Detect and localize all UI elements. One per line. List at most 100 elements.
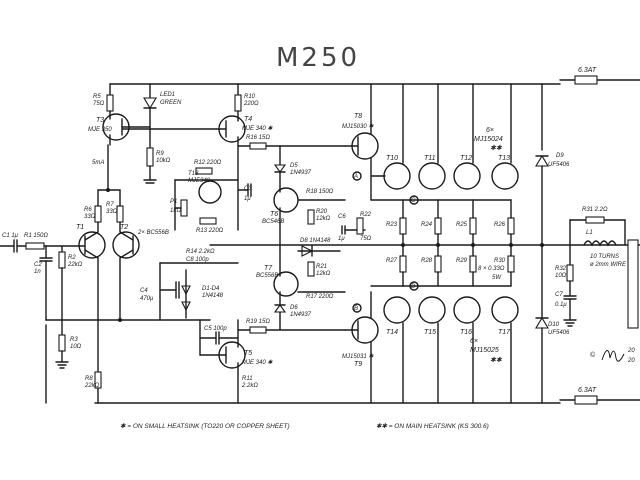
r23 — [399, 217, 407, 235]
r10-label: R10 — [244, 94, 256, 100]
r23-label: R23 — [386, 222, 398, 228]
r16-label: R16 15Ω — [246, 135, 270, 141]
transistor-t15 — [418, 296, 446, 324]
r26 — [507, 217, 515, 235]
p1-label: P1 — [170, 199, 177, 205]
t14-label: T14 — [386, 329, 398, 336]
d8-label: D8 1N4148 — [300, 238, 331, 244]
t4-label: T4 — [244, 116, 252, 123]
transistor-t11 — [418, 162, 446, 190]
r21-value: 12kΩ — [316, 271, 331, 277]
r7 — [116, 205, 124, 223]
r9-value: 10kΩ — [156, 158, 171, 164]
t11-label: T11 — [424, 155, 436, 162]
d9-part: UF5406 — [548, 162, 570, 168]
t3-label: T3 — [96, 117, 104, 124]
r20-value: 12kΩ — [316, 216, 331, 222]
transistor-t14 — [383, 296, 411, 324]
d10-part: UF5406 — [548, 330, 570, 336]
r32 — [566, 264, 574, 282]
r6-value: 33Ω — [84, 214, 96, 220]
r13-label: R13 220Ω — [196, 228, 224, 234]
r5 — [106, 94, 114, 112]
t8-part: MJ15030 ✱ — [342, 123, 374, 130]
node-d: D — [411, 284, 416, 290]
transistor-t13 — [491, 162, 519, 190]
transistor-t7 — [273, 271, 299, 297]
r11-value: 2.2kΩ — [241, 383, 258, 389]
r10 — [234, 94, 242, 112]
r30-label: R30 — [494, 258, 506, 264]
r1 — [25, 242, 45, 250]
diode-d10 — [535, 316, 549, 329]
r21-label: R21 — [316, 264, 327, 270]
tail-current-label: 5mA — [92, 160, 104, 166]
transistor-t12 — [453, 162, 481, 190]
t5-label: T5 — [244, 350, 252, 357]
p1 — [180, 199, 188, 217]
output-stage: T10 T11 T12 T13 6× MJ15024 ✱✱ R23 R24 — [209, 83, 640, 404]
t5-part: MJE 340 ✱ — [242, 359, 273, 366]
diode-d5 — [273, 164, 287, 173]
transistor-t17 — [491, 296, 519, 324]
r2-label: R2 — [68, 255, 76, 261]
c7-value: 0.1μ — [555, 302, 567, 308]
node-c: C — [411, 198, 416, 204]
r2-value: 22kΩ — [67, 262, 83, 268]
c1-label: C1 1μ — [2, 233, 19, 239]
transistor-t1 — [78, 231, 106, 259]
r28 — [434, 255, 442, 273]
top-group-count: 6× — [486, 127, 494, 134]
year-line-1: 20 — [627, 348, 635, 354]
t9-label: T9 — [354, 361, 362, 368]
r14-label: R14 2.2kΩ — [186, 249, 215, 255]
r8 — [94, 371, 102, 389]
t4-part: MJE 340 ✱ — [242, 125, 273, 132]
driver-stage: D5 1N4937 T6 BC546B R18 150Ω R20 12kΩ D8… — [256, 145, 372, 331]
r26-label: R26 — [494, 222, 506, 228]
year-line-2: 20 — [627, 358, 635, 364]
r11-label: R11 — [242, 376, 253, 382]
r3 — [58, 334, 66, 352]
led-label: LED1 — [160, 92, 175, 98]
r25 — [469, 217, 477, 235]
differential-pair: T1 T2 2× BC556B R6 33Ω R7 33Ω 5mA R8 22k… — [76, 144, 169, 404]
r13 — [199, 217, 217, 225]
input-stage: C1 1μ R1 150Ω C2 1n R2 22kΩ R3 10Ω — [0, 233, 211, 369]
t1-label: T1 — [76, 224, 84, 231]
r12 — [195, 167, 213, 175]
t18-part: MJE340 — [188, 178, 211, 184]
t13-label: T13 — [498, 155, 510, 162]
bias-network: R12 220Ω T18 MJE340 P1 1kΩ R13 220Ω C3 1… — [140, 160, 252, 321]
positive-rail: 6.3AT — [109, 67, 640, 85]
r2 — [58, 251, 66, 269]
emitter-resistors: R23 R24 R25 R26 R27 R28 R29 R30 8 × 0.33… — [386, 199, 515, 287]
top-group-part: MJ15024 — [474, 136, 503, 143]
p1-value: 1kΩ — [170, 208, 181, 214]
r27 — [399, 255, 407, 273]
r22 — [356, 217, 364, 235]
d5-part: 1N4937 — [290, 170, 312, 176]
emitter-value: 8 × 0.33Ω — [478, 266, 505, 272]
diode-d6 — [273, 304, 287, 313]
r22-label: R22 — [360, 212, 372, 218]
r24 — [434, 217, 442, 235]
t16-label: T16 — [460, 329, 472, 336]
r6-label: R6 — [84, 207, 92, 213]
c8-label: C8 100p — [186, 257, 209, 263]
t15-label: T15 — [424, 329, 436, 336]
signature-scrawl — [601, 350, 625, 362]
r3-label: R3 — [70, 337, 78, 343]
l1-turns: 10 TURNS — [590, 254, 619, 260]
led-color: GREEN — [160, 100, 182, 106]
bottom-group-count: 6× — [470, 338, 478, 345]
r7-value: 33Ω — [106, 209, 118, 215]
r32-label: R32 — [555, 266, 567, 272]
diode-d9 — [535, 154, 549, 167]
r27-label: R27 — [386, 258, 398, 264]
d9-label: D9 — [556, 153, 564, 159]
transistor-t6 — [273, 187, 299, 213]
d1-d4-label: D1-D4 — [202, 286, 220, 292]
